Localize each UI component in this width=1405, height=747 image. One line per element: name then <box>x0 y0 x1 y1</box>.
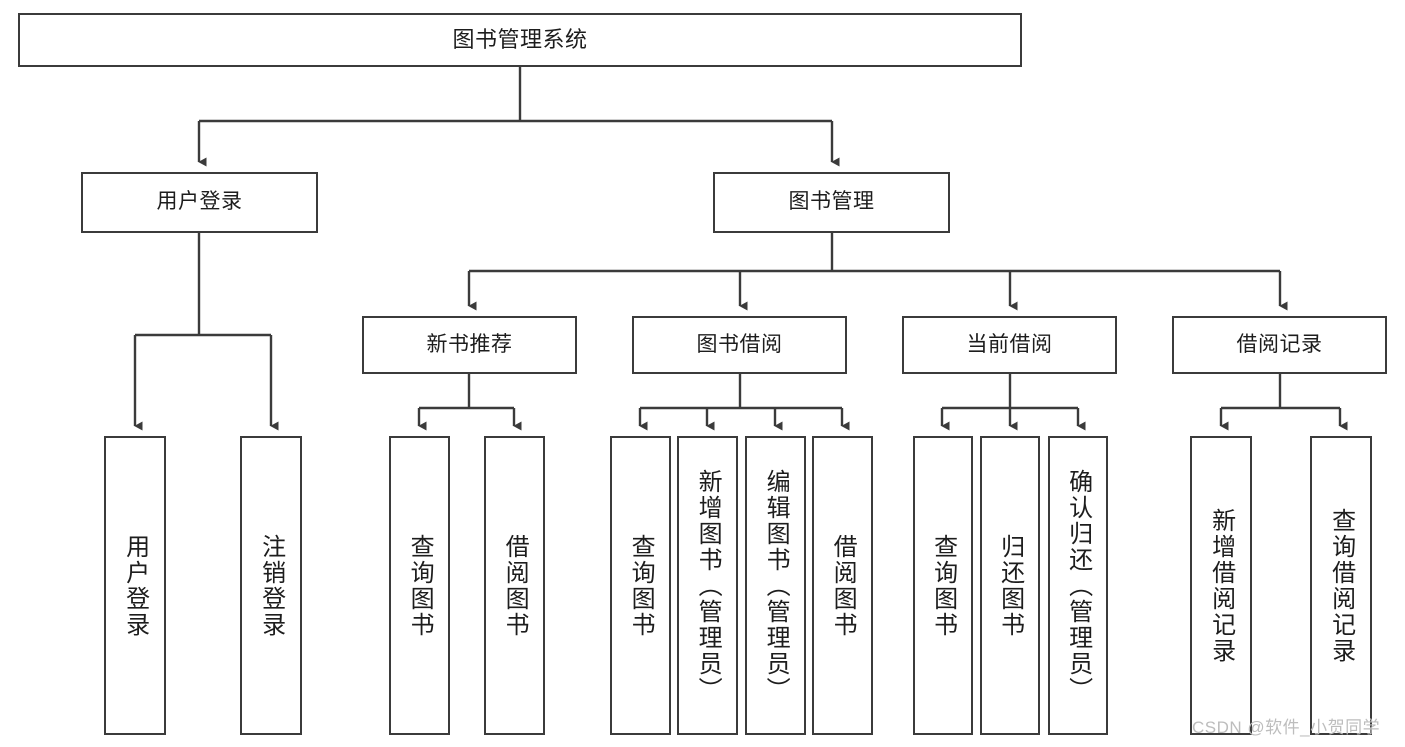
leaf-borrow-edit-book-admin[interactable]: 编辑图书（管理员） <box>745 436 806 735</box>
node-label: 归还图书 <box>996 533 1024 638</box>
node-label: 用户登录 <box>121 533 149 638</box>
node-label: 借阅图书 <box>501 533 529 638</box>
node-label: 图书管理 <box>788 190 875 214</box>
node-label: 借阅记录 <box>1236 332 1323 356</box>
node-label: 用户登录 <box>156 190 243 214</box>
leaf-record-add-record[interactable]: 新增借阅记录 <box>1190 436 1252 735</box>
node-label: 新书推荐 <box>426 332 513 356</box>
node-label: 确认归还（管理员） <box>1064 468 1092 703</box>
leaf-current-query-book[interactable]: 查询图书 <box>913 436 973 735</box>
node-label: 查询图书 <box>929 533 957 638</box>
leaf-new-book-query[interactable]: 查询图书 <box>389 436 450 735</box>
leaf-current-return-book[interactable]: 归还图书 <box>980 436 1040 735</box>
node-label: 当前借阅 <box>966 332 1053 356</box>
node-borrow-record[interactable]: 借阅记录 <box>1172 316 1387 374</box>
node-user-login[interactable]: 用户登录 <box>81 172 318 233</box>
leaf-borrow-query-book[interactable]: 查询图书 <box>610 436 671 735</box>
node-label: 新增图书（管理员） <box>694 468 722 703</box>
node-label: 新增借阅记录 <box>1207 507 1235 664</box>
node-book-management[interactable]: 图书管理 <box>713 172 950 233</box>
node-book-borrow[interactable]: 图书借阅 <box>632 316 847 374</box>
leaf-borrow-borrow-book[interactable]: 借阅图书 <box>812 436 873 735</box>
leaf-current-confirm-return-admin[interactable]: 确认归还（管理员） <box>1048 436 1108 735</box>
node-label: 图书借阅 <box>696 332 783 356</box>
node-label: 注销登录 <box>257 533 285 638</box>
node-current-borrow[interactable]: 当前借阅 <box>902 316 1117 374</box>
node-label: 图书管理系统 <box>452 27 588 53</box>
leaf-new-book-borrow[interactable]: 借阅图书 <box>484 436 545 735</box>
leaf-record-query-record[interactable]: 查询借阅记录 <box>1310 436 1372 735</box>
node-label: 借阅图书 <box>829 533 857 638</box>
leaf-user-login-login[interactable]: 用户登录 <box>104 436 166 735</box>
leaf-user-login-logout[interactable]: 注销登录 <box>240 436 302 735</box>
node-root-system[interactable]: 图书管理系统 <box>18 13 1022 67</box>
node-new-book-recommend[interactable]: 新书推荐 <box>362 316 577 374</box>
leaf-borrow-add-book-admin[interactable]: 新增图书（管理员） <box>677 436 738 735</box>
node-label: 查询图书 <box>406 533 434 638</box>
node-label: 编辑图书（管理员） <box>762 468 790 703</box>
node-label: 查询借阅记录 <box>1327 507 1355 664</box>
node-label: 查询图书 <box>627 533 655 638</box>
